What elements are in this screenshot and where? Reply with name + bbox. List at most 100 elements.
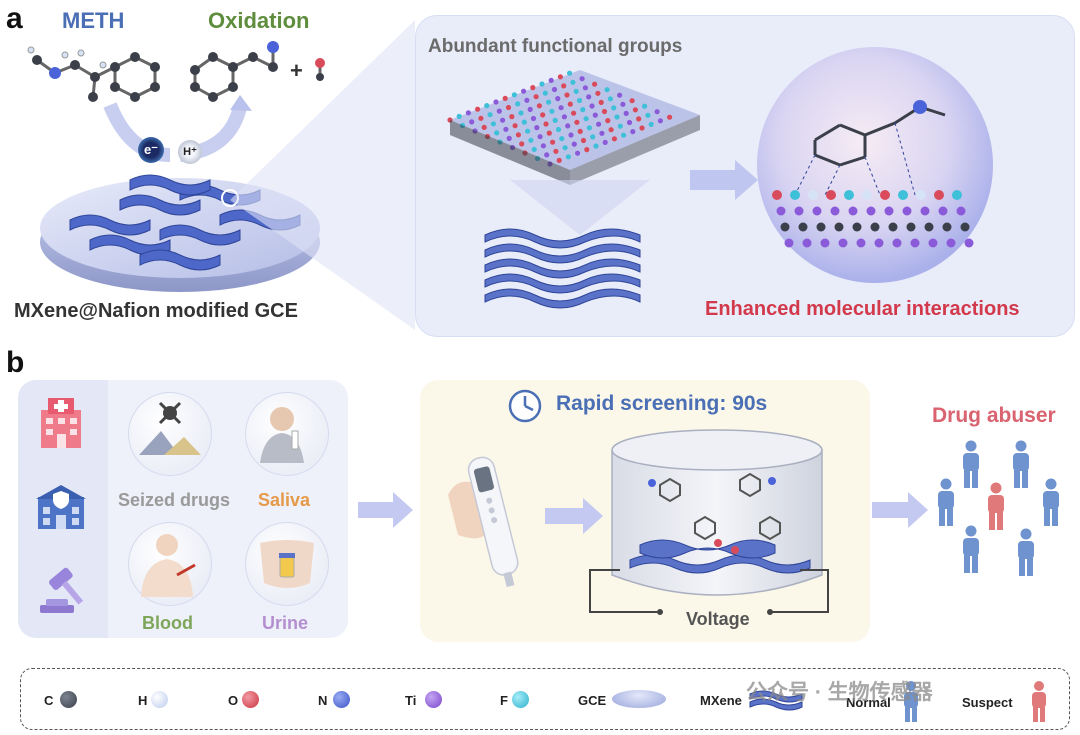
panel-b-letter: b <box>6 346 25 379</box>
lattice-atom <box>518 110 524 116</box>
lattice-atom <box>589 103 595 109</box>
lattice-atom <box>505 104 512 111</box>
lattice-atom <box>611 136 617 142</box>
lattice-atom <box>539 81 545 87</box>
formaldehyde-molecule <box>315 58 325 81</box>
mxene-stack <box>484 228 641 309</box>
lattice-atom <box>611 105 617 111</box>
lattice-atom <box>528 137 534 143</box>
lattice-atom <box>586 125 592 131</box>
lattice-atom <box>558 105 564 111</box>
proton-badge: H⁺ <box>178 140 202 164</box>
legend-swatch-gce <box>612 690 666 708</box>
sphere-lattice-atom <box>856 238 866 248</box>
normal-person-icon <box>963 440 979 488</box>
seized-drugs-image <box>139 401 201 455</box>
lattice-atom <box>456 113 462 119</box>
lattice-atom <box>546 130 552 136</box>
sphere-lattice-atom <box>898 190 908 200</box>
lattice-atom <box>565 154 571 160</box>
lattice-atom <box>555 126 562 133</box>
lattice-atom <box>524 97 530 103</box>
lattice-atom <box>512 123 518 129</box>
lattice-atom <box>549 108 555 114</box>
lattice-atom <box>584 147 590 153</box>
lattice-atom <box>623 110 629 116</box>
plus-sign: + <box>290 58 303 83</box>
sphere-lattice-atom <box>916 190 926 200</box>
lattice-atom <box>573 88 579 94</box>
legend-label-h: H <box>138 693 148 708</box>
lattice-atom <box>506 135 512 141</box>
lattice-atom <box>481 124 487 130</box>
voltage-label: Voltage <box>686 609 750 629</box>
sphere-lattice-atom <box>874 238 884 248</box>
lattice-atom <box>657 118 663 124</box>
normal-person-icon <box>963 525 979 573</box>
lattice-atom <box>568 132 574 138</box>
legend-label-ti: Ti <box>405 693 417 708</box>
sphere-lattice-atom <box>946 238 956 248</box>
lattice-atom <box>536 103 542 109</box>
lattice-atom <box>654 109 660 115</box>
lattice-atom <box>537 134 543 140</box>
drug-abuser-label: Drug abuser <box>932 404 1056 427</box>
lattice-atom <box>565 123 571 129</box>
lattice-atom <box>527 106 533 112</box>
lattice-atom <box>496 108 502 114</box>
normal-person-icon <box>1013 440 1029 488</box>
lattice-atom <box>551 86 558 93</box>
sphere-lattice-atom <box>848 206 858 216</box>
saliva-bubble <box>245 392 329 476</box>
sphere-lattice-atom <box>928 238 938 248</box>
suspect-person-icon <box>988 482 1004 530</box>
arrow-to-cell <box>545 498 603 534</box>
lattice-atom <box>562 145 568 151</box>
sphere-lattice-atom <box>808 190 818 200</box>
lattice-atom <box>519 141 525 147</box>
lattice-atom <box>555 96 561 102</box>
lattice-atom <box>580 107 586 113</box>
sphere-lattice-atom <box>830 206 840 216</box>
lattice-atom <box>570 79 576 85</box>
sample-label-urine: Urine <box>262 613 309 633</box>
lattice-atom <box>484 103 490 109</box>
lattice-atom <box>503 126 509 132</box>
legend-box <box>20 668 1070 730</box>
lattice-atom <box>564 92 570 98</box>
sphere-lattice-atom <box>884 206 894 216</box>
sphere-lattice-atom <box>816 222 826 232</box>
lattice-atom <box>620 101 626 107</box>
lattice-atom <box>630 129 636 135</box>
legend-swatch-n <box>333 691 350 708</box>
sphere-lattice-atom <box>772 190 782 200</box>
legend-label-mxene: MXene <box>700 693 742 708</box>
lattice-atom <box>599 130 605 136</box>
sphere-lattice-atom <box>812 206 822 216</box>
legend-swatch-c <box>60 691 77 708</box>
normal-person-icon <box>1043 478 1059 526</box>
lattice-atom <box>579 76 585 82</box>
sphere-lattice-atom <box>910 238 920 248</box>
legend-swatch-o <box>242 691 259 708</box>
sphere-lattice-atom <box>826 190 836 200</box>
legend-label-o: O <box>228 693 239 708</box>
panel-a-letter: a <box>6 2 23 35</box>
lattice-atom <box>577 128 583 134</box>
sphere-lattice-atom <box>902 206 912 216</box>
lattice-atom <box>567 70 573 76</box>
lattice-atom <box>561 83 567 89</box>
lattice-atom <box>592 112 598 118</box>
blood-bubble <box>128 522 212 606</box>
arrow-to-interaction <box>690 160 758 200</box>
sphere-lattice-atom <box>852 222 862 232</box>
lattice-atom <box>500 117 506 123</box>
lattice-atom <box>550 139 556 145</box>
sphere-lattice-atom <box>866 206 876 216</box>
lattice-atom <box>478 115 484 121</box>
sphere-lattice-atom <box>960 222 970 232</box>
arrow-to-device <box>358 492 413 528</box>
lattice-atom <box>534 125 540 131</box>
lattice-atom <box>521 119 527 125</box>
interaction-sphere <box>757 47 993 283</box>
